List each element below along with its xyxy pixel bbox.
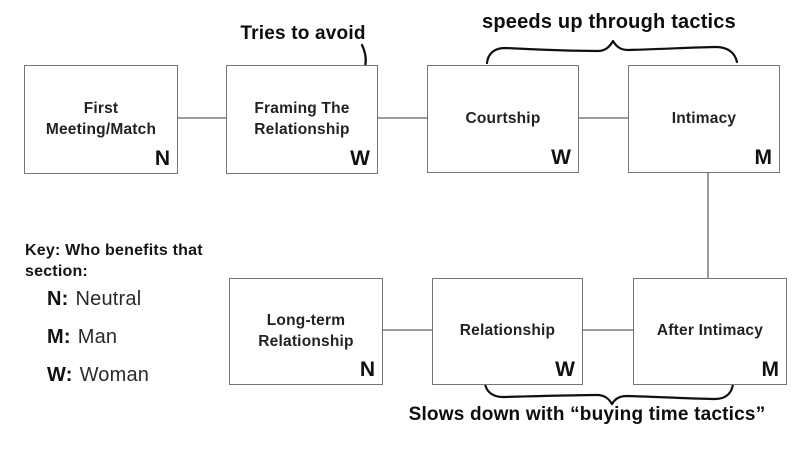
box-label: First Meeting/Match xyxy=(45,99,157,138)
box-framing-the-relationship: Framing The Relationship W xyxy=(226,65,378,174)
benefit-letter: W xyxy=(350,147,370,170)
box-first-meeting-match: First Meeting/Match N xyxy=(24,65,178,174)
box-label: Relationship xyxy=(459,322,556,340)
benefit-letter: M xyxy=(754,146,773,169)
benefit-letter: W xyxy=(551,146,571,169)
legend-entry-man: M: Man xyxy=(47,326,117,349)
legend-code: W: xyxy=(47,364,73,386)
legend-code: N: xyxy=(47,288,69,310)
box-label: Framing The Relationship xyxy=(254,99,350,138)
legend-entry-woman: W: Woman xyxy=(47,364,149,387)
legend-code: M: xyxy=(47,326,71,348)
legend-heading: Key: Who benefits that section: xyxy=(25,242,203,280)
benefit-letter: N xyxy=(154,147,170,170)
legend-entry-neutral: N: Neutral xyxy=(47,288,141,311)
box-label: Courtship xyxy=(465,109,541,127)
top-brace-icon xyxy=(485,39,739,65)
benefit-letter: W xyxy=(555,358,575,381)
box-label: Long-term Relationship xyxy=(258,311,354,350)
benefit-letter: N xyxy=(359,358,375,381)
bottom-brace-icon xyxy=(483,381,735,406)
box-courtship: Courtship W xyxy=(427,65,579,173)
box-relationship: Relationship W xyxy=(432,278,583,385)
benefit-letter: M xyxy=(761,358,780,381)
box-after-intimacy: After Intimacy M xyxy=(633,278,787,385)
annotation-tries-to-avoid: Tries to avoid xyxy=(240,23,366,44)
box-long-term-relationship: Long-term Relationship N xyxy=(229,278,383,385)
annotation-slows-down: Slows down with “buying time tactics” xyxy=(408,404,766,425)
box-intimacy: Intimacy M xyxy=(628,65,780,173)
legend-label: Neutral xyxy=(75,288,142,310)
legend-label: Woman xyxy=(79,364,150,386)
box-label: Intimacy xyxy=(671,109,737,127)
legend-label: Man xyxy=(77,326,118,348)
box-label: After Intimacy xyxy=(656,322,764,340)
annotation-speeds-up: speeds up through tactics xyxy=(482,11,736,33)
